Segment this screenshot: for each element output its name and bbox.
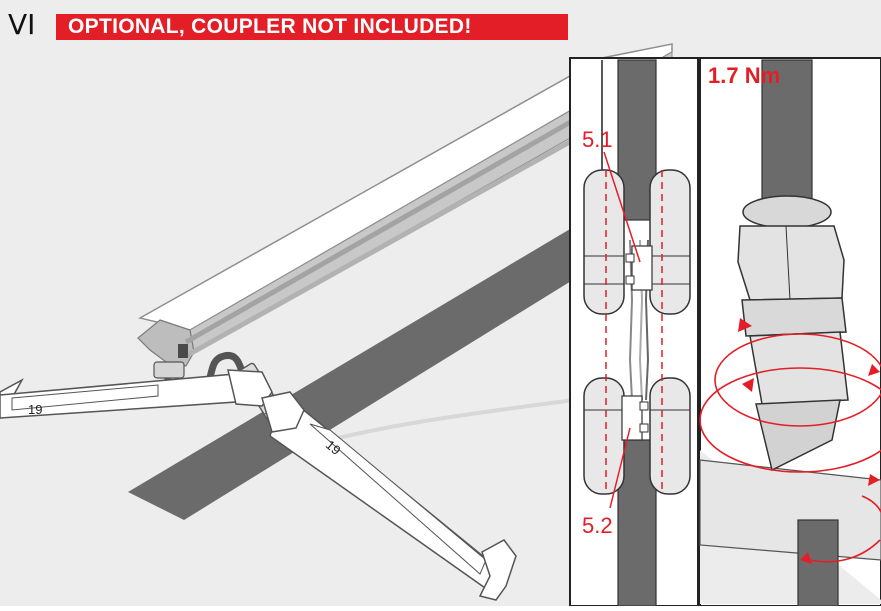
wrench-size-left: 19: [28, 402, 43, 417]
step-number: VI: [8, 8, 36, 41]
optional-warning-banner: OPTIONAL, COUPLER NOT INCLUDED!: [56, 14, 568, 40]
wrench-left: [0, 369, 273, 419]
callout-5-2: 5.2: [582, 513, 613, 538]
torque-value: 1.7 Nm: [708, 63, 781, 88]
detail-view-coupler: [569, 57, 699, 607]
led-profile: [137, 43, 673, 367]
wrench-right: [261, 391, 517, 601]
callout-5-1: 5.1: [582, 127, 613, 152]
detail-view-torque: [699, 57, 881, 607]
floor-bar: [128, 210, 602, 520]
